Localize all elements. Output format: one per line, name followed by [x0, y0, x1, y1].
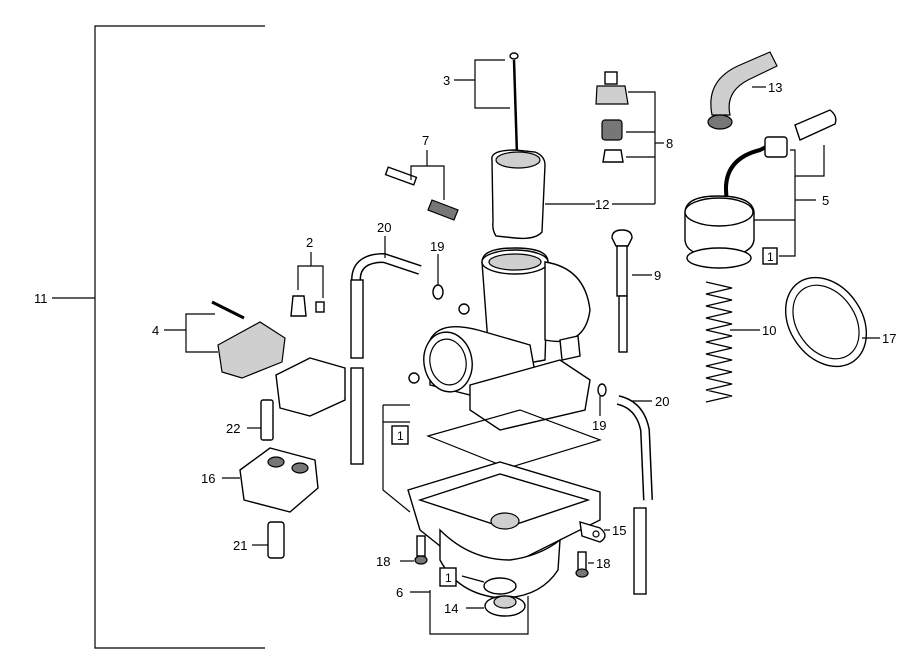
- callout-13: 13: [768, 80, 782, 95]
- jet-21-part: [267, 521, 285, 559]
- callout-10: 10: [762, 323, 776, 338]
- callout-3: 3: [443, 73, 450, 88]
- bracket-15-part: [579, 521, 606, 543]
- main-jet-22-part: [260, 399, 274, 441]
- vent-hose-right-part: [616, 395, 653, 595]
- callout-18-left: 18: [376, 554, 390, 569]
- boxed-label-1-oring: 1: [439, 567, 457, 587]
- float-bowl: [407, 409, 602, 599]
- boxed-label-1-top: 1: [762, 247, 778, 265]
- drain-plug-part: [483, 577, 526, 617]
- elbow-hose-part: [707, 51, 778, 130]
- callout-18-right: 18: [596, 556, 610, 571]
- throttle-valve-part: [491, 149, 546, 240]
- vent-hose-left-part: [350, 252, 422, 465]
- pilot-screw-part: [384, 166, 459, 221]
- callout-6: 6: [396, 585, 403, 600]
- float-part: [211, 300, 346, 417]
- callout-17: 17: [882, 331, 896, 346]
- screw-18-left-part: [414, 535, 428, 565]
- callout-9: 9: [654, 268, 661, 283]
- funnel-ring-part: [784, 276, 868, 368]
- callout-16: 16: [201, 471, 215, 486]
- callout-19-right: 19: [592, 418, 606, 433]
- callout-15: 15: [612, 523, 626, 538]
- throttle-cap-parts: [595, 71, 629, 163]
- top-cover-assembly: [684, 109, 837, 269]
- carburetor-body: [408, 247, 591, 431]
- svg-text:1: 1: [445, 571, 452, 585]
- choke-plunger-part: [611, 229, 633, 353]
- callout-22: 22: [226, 421, 240, 436]
- svg-text:1: 1: [397, 429, 404, 443]
- callout-8: 8: [666, 136, 673, 151]
- spring-part: [705, 281, 733, 403]
- bracket-11: [52, 25, 265, 649]
- callout-2: 2: [306, 235, 313, 250]
- callout-12: 12: [595, 197, 609, 212]
- callout-21: 21: [233, 538, 247, 553]
- callout-19-left: 19: [430, 239, 444, 254]
- clip-19-left-part: [432, 284, 444, 300]
- baffle-16-part: [239, 447, 319, 513]
- screw-18-right-part: [575, 551, 589, 578]
- callout-4: 4: [152, 323, 159, 338]
- callout-20-left: 20: [377, 220, 391, 235]
- callout-7: 7: [422, 133, 429, 148]
- float-valve-part: [290, 295, 325, 317]
- callout-14: 14: [444, 601, 458, 616]
- callout-20-right: 20: [655, 394, 669, 409]
- svg-text:1: 1: [767, 250, 774, 264]
- boxed-label-1-gasket: 1: [391, 425, 409, 445]
- clip-19-right-part: [597, 383, 607, 397]
- callout-11: 11: [34, 291, 48, 306]
- jet-needle-part: [509, 52, 519, 156]
- callout-5: 5: [822, 193, 829, 208]
